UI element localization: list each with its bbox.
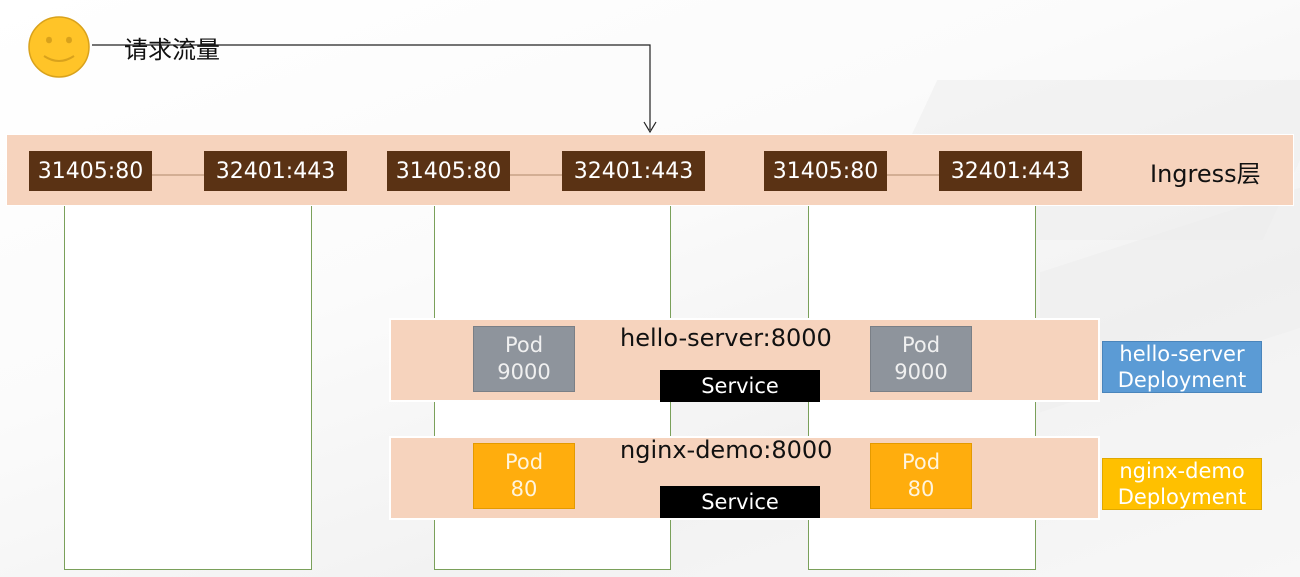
ingress-port-https-3: 32401:443 [939, 151, 1082, 191]
hello-server-deployment: hello-server Deployment [1102, 341, 1262, 393]
deployment-kind: Deployment [1117, 368, 1247, 392]
port-connectors [152, 174, 939, 176]
pod-label: Pod [901, 333, 941, 357]
nginx-demo-service-title: nginx-demo:8000 [620, 436, 833, 464]
hello-server-pod-2: Pod 9000 [870, 326, 972, 392]
pod-port: 80 [907, 477, 935, 501]
pod-label: Pod [504, 333, 544, 357]
node-column-1 [64, 190, 312, 570]
ingress-port-https-2: 32401:443 [562, 151, 705, 191]
ingress-layer-label: Ingress层 [1150, 160, 1261, 188]
deployment-name: hello-server [1119, 342, 1245, 366]
nginx-demo-pod-1: Pod 80 [473, 443, 575, 509]
deployment-name: nginx-demo [1119, 459, 1245, 483]
ingress-port-http-2: 31405:80 [387, 151, 510, 191]
nginx-demo-deployment: nginx-demo Deployment [1102, 458, 1262, 510]
pod-port: 9000 [497, 360, 551, 384]
request-arrow [92, 44, 657, 134]
ingress-port-http-3: 31405:80 [764, 151, 887, 191]
hello-server-service-title: hello-server:8000 [620, 324, 832, 352]
deployment-kind: Deployment [1117, 485, 1247, 509]
nginx-demo-pod-2: Pod 80 [870, 443, 972, 509]
nginx-demo-service-tag: Service [660, 486, 820, 518]
pod-port: 9000 [894, 360, 948, 384]
hello-server-pod-1: Pod 9000 [473, 326, 575, 392]
pod-label: Pod [504, 450, 544, 474]
pod-port: 80 [510, 477, 538, 501]
request-traffic-label: 请求流量 [124, 36, 220, 64]
user-smiley-icon [28, 16, 90, 78]
hello-server-service-tag: Service [660, 370, 820, 402]
ingress-port-http-1: 31405:80 [29, 151, 152, 191]
pod-label: Pod [901, 450, 941, 474]
ingress-port-https-1: 32401:443 [204, 151, 347, 191]
